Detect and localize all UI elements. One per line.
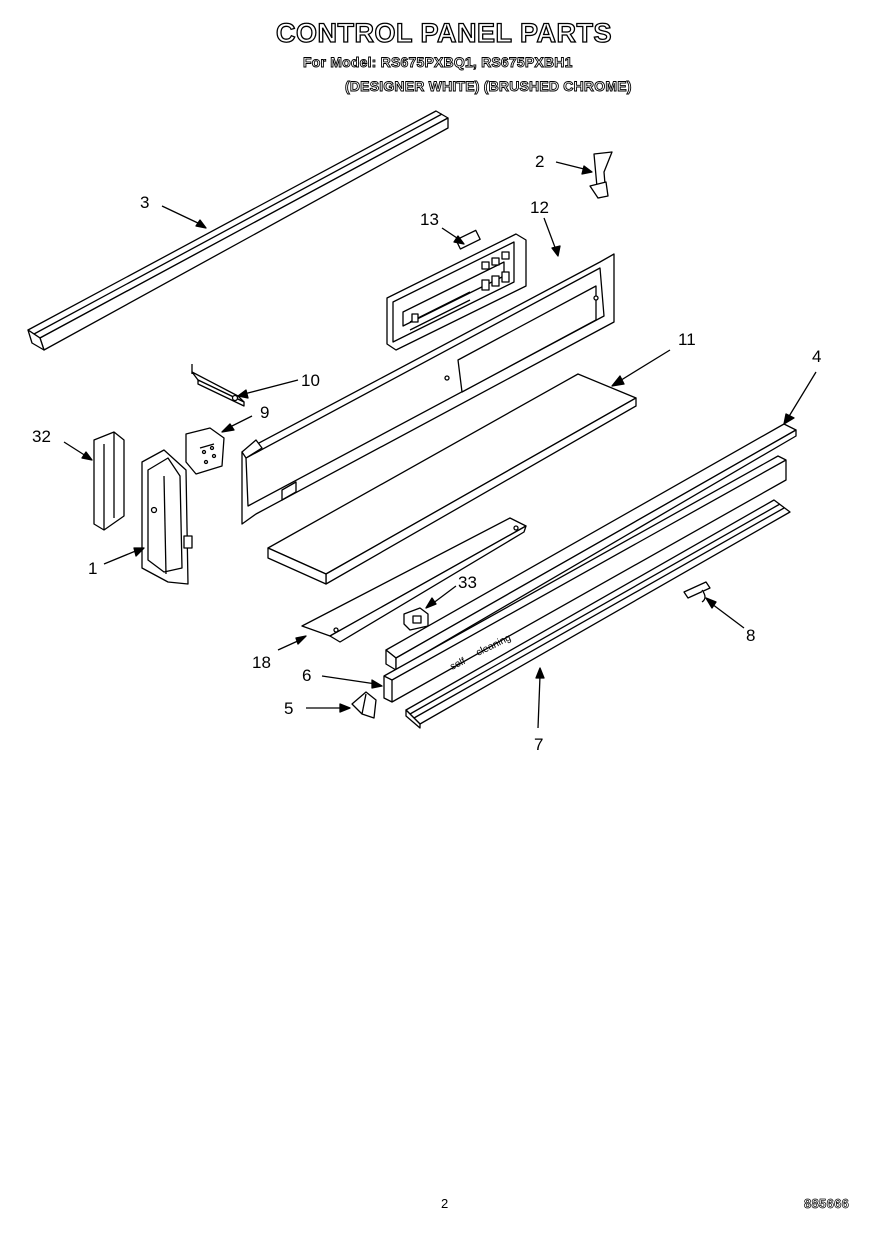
part-4-front-trim bbox=[385, 423, 797, 671]
part-10-small-bracket bbox=[191, 364, 245, 407]
part-1-end-bracket bbox=[141, 449, 193, 585]
callout-33: 33 bbox=[458, 573, 477, 592]
leader-lines bbox=[63, 161, 817, 729]
callout-12: 12 bbox=[530, 198, 549, 217]
callout-11: 11 bbox=[678, 330, 696, 349]
callout-10: 10 bbox=[301, 371, 320, 390]
callout-18: 18 bbox=[252, 653, 271, 672]
part-13-control-board bbox=[386, 229, 527, 351]
callout-2: 2 bbox=[535, 152, 544, 171]
part-9-plate bbox=[185, 427, 225, 475]
part-18-insulation-plate bbox=[301, 517, 527, 643]
part-32-end-cap bbox=[93, 431, 125, 531]
model-numbers: For Model: RS675PXBQ1, RS675PXBH1 bbox=[303, 54, 573, 71]
page-number: 2 bbox=[441, 1196, 449, 1211]
callout-6: 6 bbox=[302, 666, 311, 685]
part-6-lettered-trim bbox=[383, 455, 787, 703]
callout-8: 8 bbox=[746, 626, 755, 645]
callout-13: 13 bbox=[420, 210, 439, 229]
callout-1: 1 bbox=[88, 559, 97, 578]
callout-4: 4 bbox=[812, 347, 821, 366]
callout-3: 3 bbox=[140, 193, 149, 212]
part-11-shelf-bracket bbox=[267, 373, 637, 585]
callout-7: 7 bbox=[534, 735, 543, 754]
callout-5: 5 bbox=[284, 699, 293, 718]
part-7-bottom-channel bbox=[405, 499, 791, 729]
callout-9: 9 bbox=[260, 403, 269, 422]
part-12-control-panel bbox=[241, 253, 615, 525]
part-8-clip bbox=[683, 581, 711, 603]
finish-names: (DESIGNER WHITE) (BRUSHED CHROME) bbox=[345, 78, 632, 95]
part-2-clip bbox=[589, 151, 613, 199]
document-number: 885666 bbox=[804, 1196, 850, 1212]
part-33-switch bbox=[403, 607, 429, 631]
callout-32: 32 bbox=[32, 427, 51, 446]
part-5-endcap-hook bbox=[351, 691, 377, 719]
page-title: CONTROL PANEL PARTS bbox=[275, 17, 613, 48]
part-3-top-trim-rail bbox=[27, 110, 449, 351]
